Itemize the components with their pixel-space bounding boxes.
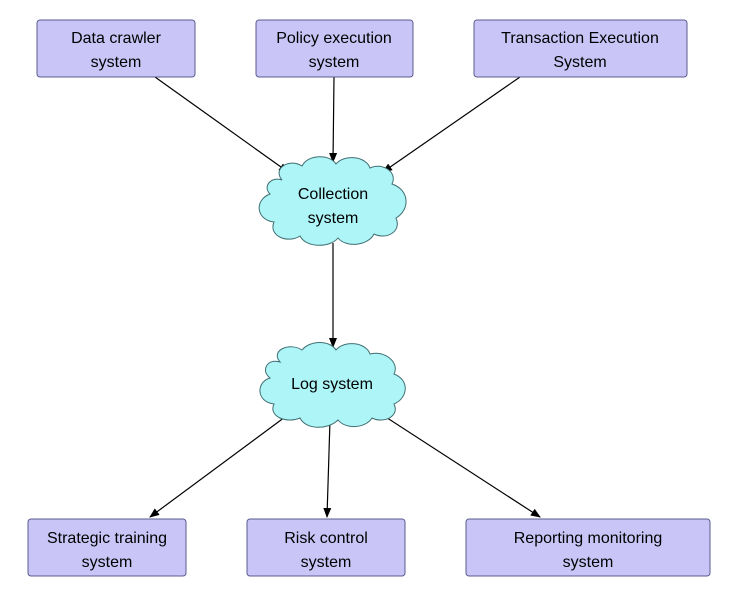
node-policy-execution: Policy execution system (255, 19, 414, 78)
node-reporting-monitoring-label-line1: Reporting monitoring (514, 530, 663, 547)
edge-policy-execution-to-collection (329, 76, 338, 163)
node-reporting-monitoring-label-line2: system (563, 554, 614, 571)
node-strategic-training-label-line1: Strategic training (47, 530, 167, 547)
collection-cloud-shape (258, 156, 407, 246)
edge-data-crawler-to-collection (154, 76, 289, 173)
edge-log-to-risk-control (323, 419, 332, 518)
node-log-cloud: Log system (259, 342, 406, 428)
node-collection-label-line1: Collection (298, 186, 368, 203)
edges (149, 76, 541, 518)
log-cloud-shape (259, 342, 406, 428)
node-collection-cloud: Collection system (258, 156, 407, 246)
node-collection-label-line2: system (308, 210, 359, 227)
edge-log-to-reporting-monitoring (377, 411, 541, 518)
node-transaction-execution-label-line2: System (553, 54, 606, 71)
node-risk-control-label-line1: Risk control (284, 530, 368, 547)
node-log-label: Log system (291, 376, 373, 393)
node-risk-control: Risk control system (246, 518, 406, 577)
node-strategic-training-label-line2: system (82, 554, 133, 571)
edge-transaction-execution-to-collection (382, 76, 521, 173)
node-strategic-training: Strategic training system (27, 518, 187, 577)
node-data-crawler-label-line1: Data crawler (71, 30, 161, 47)
node-data-crawler: Data crawler system (36, 19, 196, 78)
edge-log-to-strategic-training (149, 416, 286, 518)
node-transaction-execution: Transaction Execution System (473, 19, 688, 78)
node-transaction-execution-label-line1: Transaction Execution (501, 30, 659, 47)
node-data-crawler-label-line2: system (91, 54, 142, 71)
node-policy-execution-label-line1: Policy execution (276, 30, 392, 47)
node-reporting-monitoring: Reporting monitoring system (465, 518, 711, 577)
node-risk-control-label-line2: system (301, 554, 352, 571)
node-policy-execution-label-line2: system (309, 54, 360, 71)
